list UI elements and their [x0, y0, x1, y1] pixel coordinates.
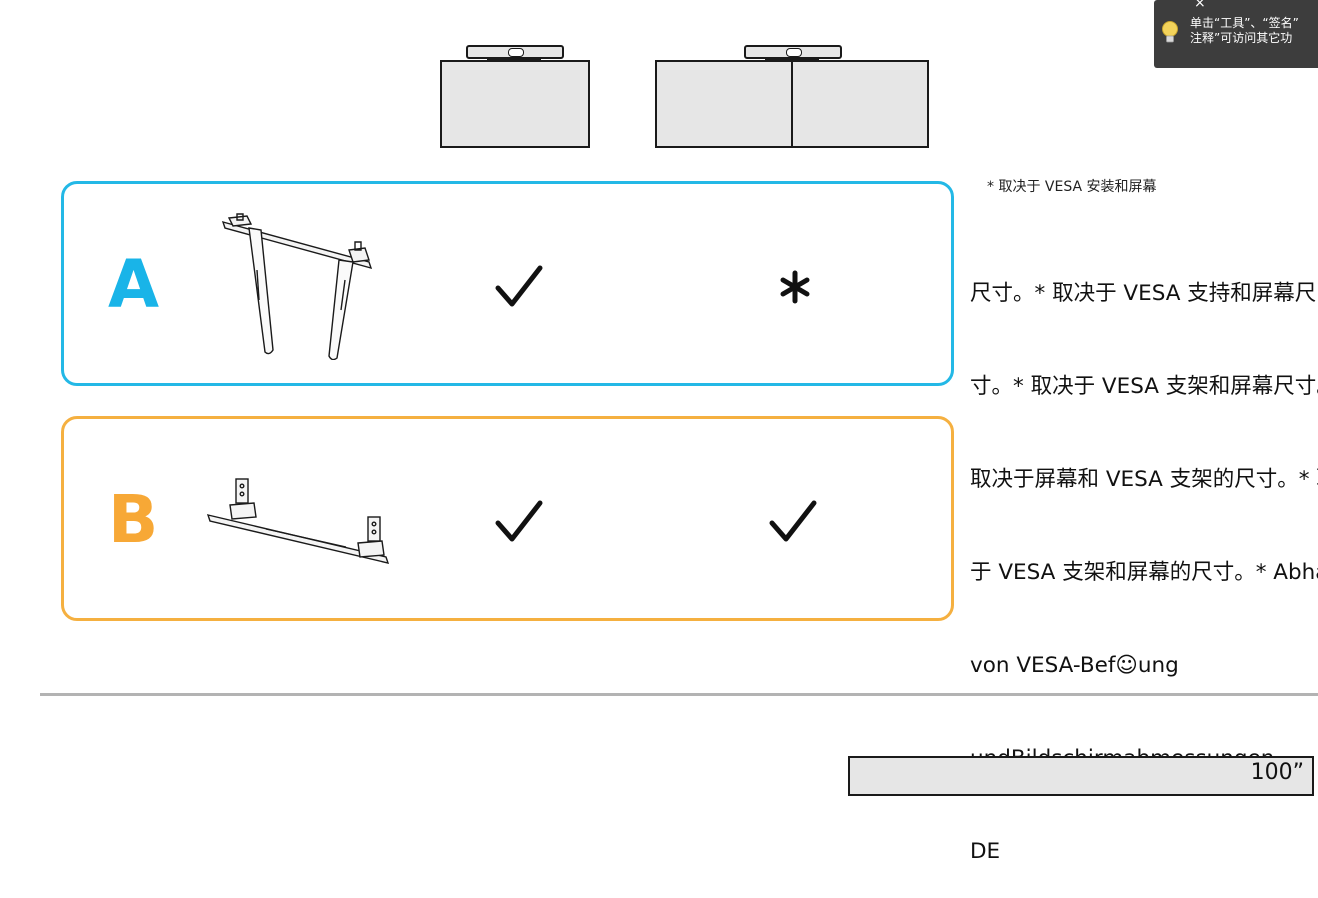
floor-stand-icon — [221, 213, 373, 360]
camera-lens-icon — [508, 48, 524, 57]
tooltip-line: 注释”可访问其它功 — [1190, 31, 1293, 45]
footnote-line: von VESA-Bef☺ung — [970, 653, 1179, 678]
hint-tooltip: × 单击“工具”、“签名” 注释”可访问其它功 — [1154, 0, 1318, 68]
footnote-line: 于 VESA 支架和屏幕的尺寸。* Abhängig — [970, 560, 1318, 585]
option-b-panel: B — [61, 416, 954, 621]
check-icon — [769, 500, 817, 542]
footnote-line: 取决于屏幕和 VESA 支架的尺寸。* 取决 — [970, 467, 1318, 492]
camera-mount — [765, 57, 819, 61]
camera-mount — [487, 57, 541, 61]
check-icon — [495, 500, 543, 542]
screen-size-label: 100” — [1250, 760, 1304, 785]
footnote-line: DE — [970, 839, 1001, 864]
display-screen-left — [655, 60, 793, 148]
footnote-small: * 取决于 VESA 安装和屏幕 — [987, 179, 1157, 195]
option-letter: A — [108, 246, 160, 323]
footnote-line: 寸。* 取决于 VESA 支架和屏幕尺寸。* — [970, 374, 1318, 399]
tooltip-line: 单击“工具”、“签名” — [1190, 16, 1299, 30]
lightbulb-icon — [1162, 21, 1178, 43]
section-divider — [40, 693, 1318, 696]
asterisk-icon — [780, 270, 810, 304]
screen-size-box: 100” — [848, 756, 1314, 796]
close-icon[interactable]: × — [1194, 0, 1206, 11]
option-letter: B — [108, 481, 159, 558]
wall-mount-icon — [206, 478, 390, 564]
display-screen — [440, 60, 590, 148]
footnote-line: 尺寸。* 取决于 VESA 支持和屏幕尺 — [970, 281, 1317, 306]
display-screen-right — [791, 60, 929, 148]
option-a-panel: A — [61, 181, 954, 386]
camera-lens-icon — [786, 48, 802, 57]
check-icon — [495, 265, 543, 307]
